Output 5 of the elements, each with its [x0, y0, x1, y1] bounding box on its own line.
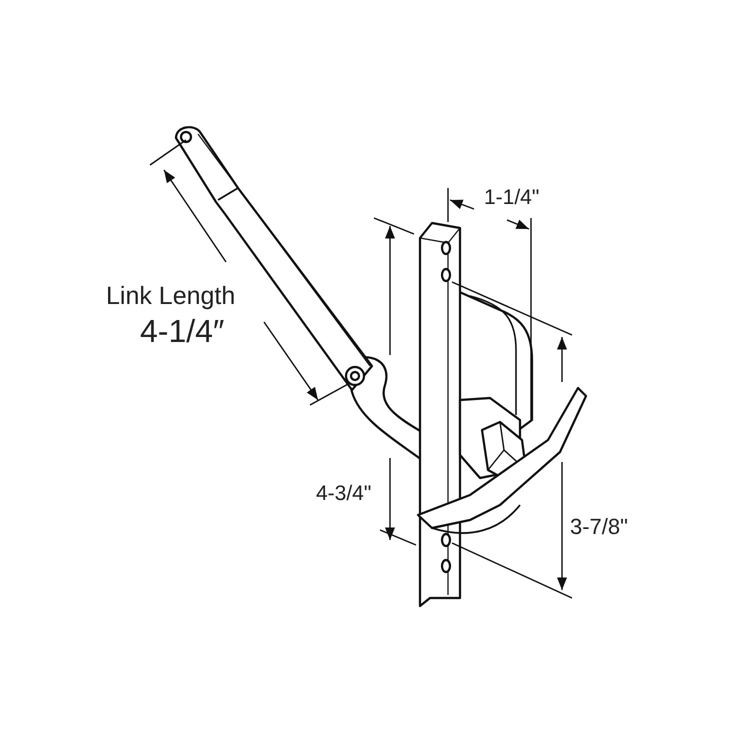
dimension-label: 1-1/4": [484, 187, 540, 208]
dimension-label: 4-1/4″: [140, 315, 224, 347]
dimension-label: 4-3/4": [316, 483, 372, 504]
dimension-label: 3-7/8": [570, 516, 628, 538]
dimension-label: Link Length: [106, 284, 236, 309]
